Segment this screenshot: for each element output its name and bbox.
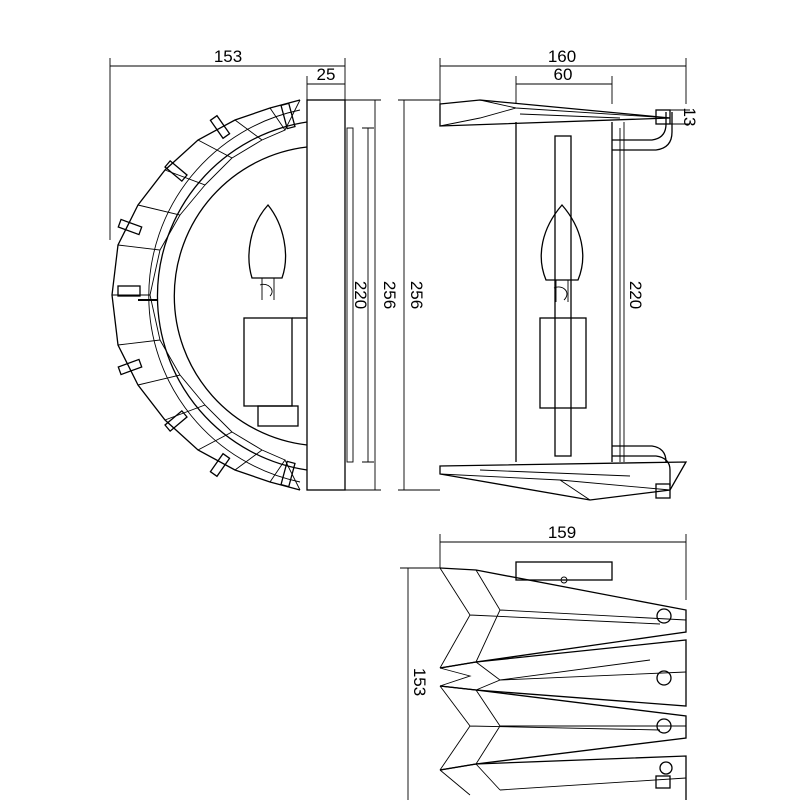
dim-front-width: 160	[548, 47, 576, 66]
dim-front-height-inner: 220	[626, 281, 645, 309]
dim-front-bracket: 13	[680, 108, 699, 127]
crystal-pins	[117, 102, 296, 488]
top-view: 159 153	[400, 523, 687, 800]
bulb-icon	[248, 203, 287, 279]
dim-side-depth: 25	[317, 65, 336, 84]
dim-top-width: 159	[548, 523, 576, 542]
side-view: 153 25 256 220	[109, 47, 399, 491]
socket-icon	[539, 317, 587, 409]
socket-icon	[243, 317, 293, 407]
bulb-icon	[540, 204, 584, 281]
dim-side-height-outer: 256	[380, 281, 399, 309]
dim-front-backplate: 60	[554, 65, 573, 84]
dim-top-depth: 153	[410, 668, 429, 696]
dim-side-width: 153	[214, 47, 242, 66]
dim-side-height-inner: 220	[351, 281, 370, 309]
front-view: 256 160 60 13	[398, 47, 699, 501]
dim-front-height-outer: 256	[407, 281, 426, 309]
crystal-prisms	[439, 567, 687, 800]
